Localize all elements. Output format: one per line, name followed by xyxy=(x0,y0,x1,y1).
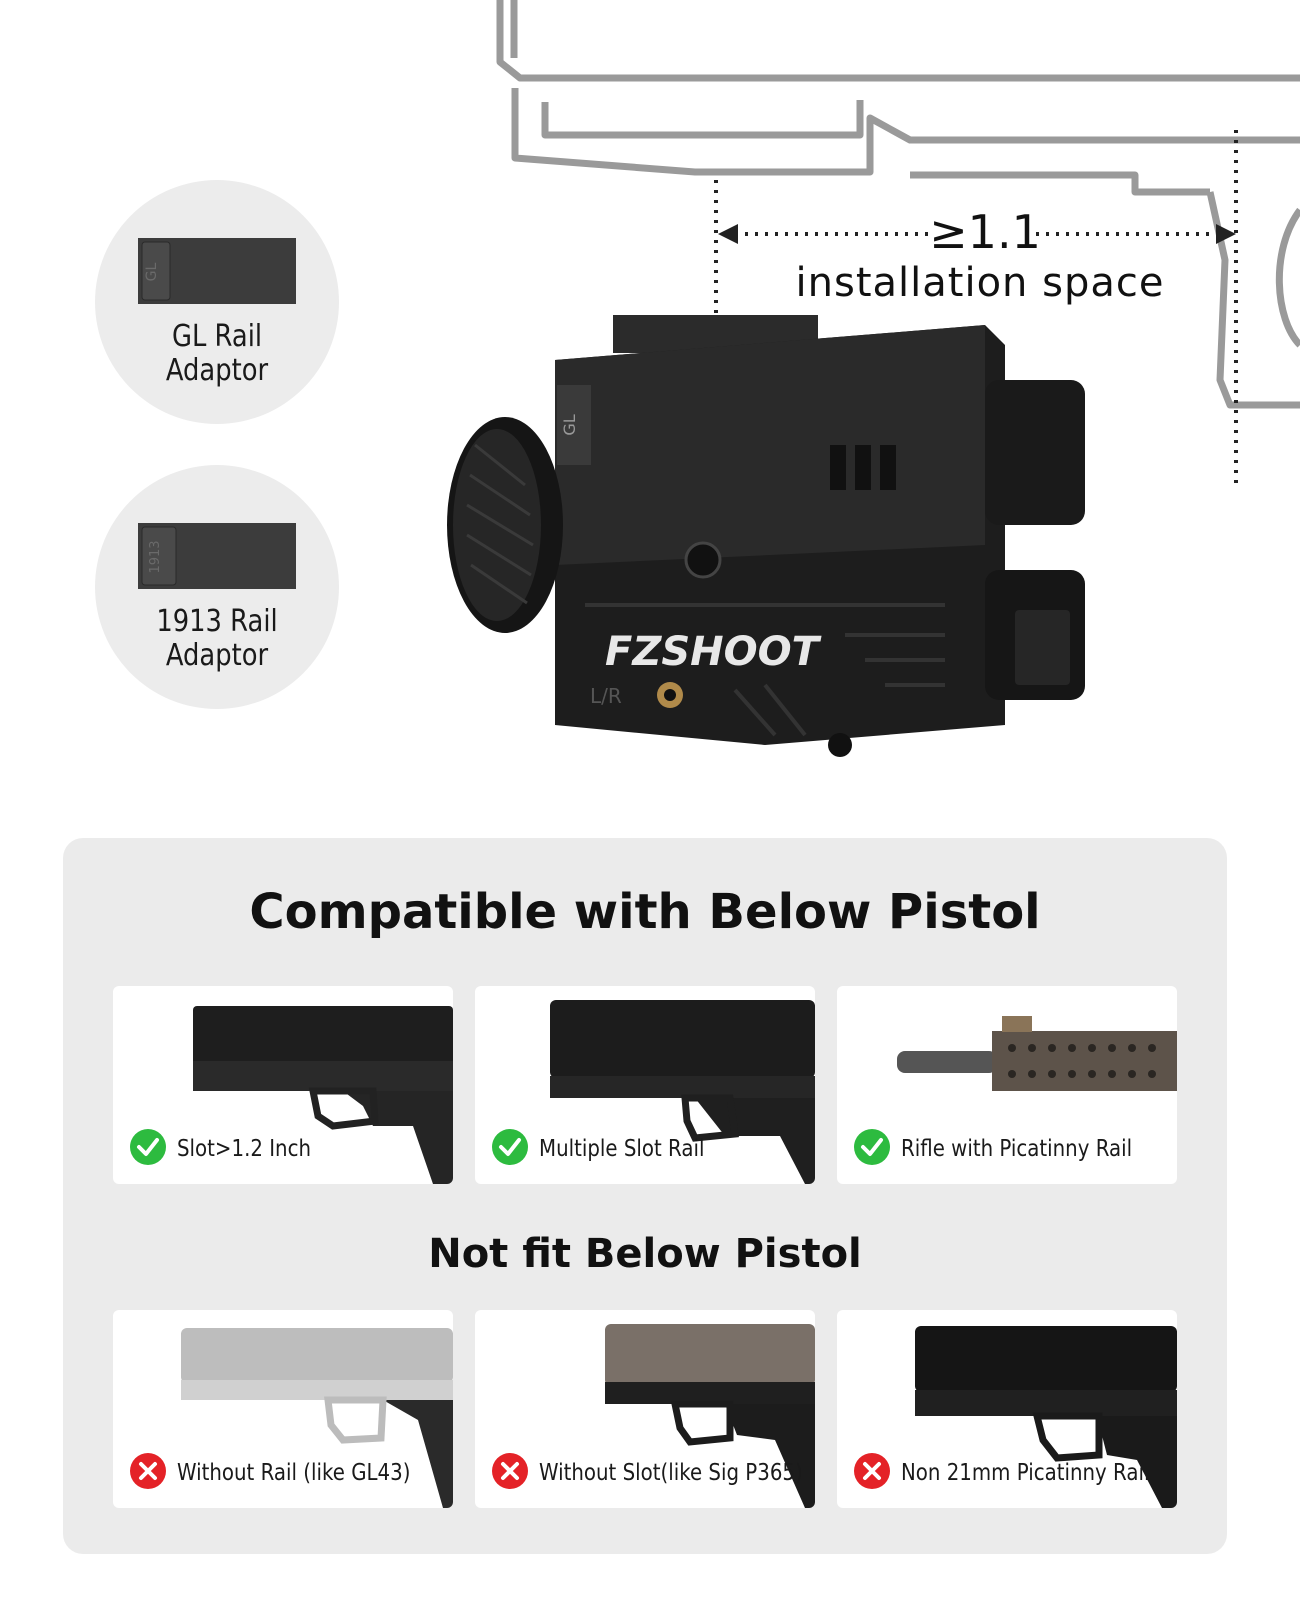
switch-mark: L/R xyxy=(590,684,622,708)
dimension-value: ≥1.1 xyxy=(929,205,1041,259)
compatible-card-3: Rifle with Picatinny Rail xyxy=(837,986,1177,1184)
check-icon xyxy=(492,1129,528,1165)
product-illustration: ≥1.1 installation space GL GL Rail Adapt… xyxy=(95,0,1300,757)
side-mark: GL xyxy=(560,414,579,435)
glock-pistol-image xyxy=(193,1006,453,1184)
usp-pistol-image xyxy=(915,1326,1177,1508)
not-fit-label-2: Without Slot(like Sig P365) xyxy=(539,1460,803,1486)
cross-icon xyxy=(492,1453,528,1489)
adaptor-gl-label-line2: Adaptor xyxy=(165,353,269,388)
adaptor-1913-label-line2: Adaptor xyxy=(165,638,269,673)
not-fit-title: Not fit Below Pistol xyxy=(428,1231,862,1277)
not-fit-label-3: Non 21mm Picatinny Rail xyxy=(901,1460,1150,1486)
not-fit-label-1: Without Rail (like GL43) xyxy=(177,1460,411,1486)
sig-p365-pistol-image xyxy=(605,1324,815,1508)
adaptor-gl-label-line1: GL Rail xyxy=(171,319,263,354)
compatible-card-2: Multiple Slot Rail xyxy=(475,986,815,1184)
1911-pistol-image xyxy=(181,1328,453,1508)
adaptor-gl: GL GL Rail Adaptor xyxy=(95,180,339,424)
compatible-title: Compatible with Below Pistol xyxy=(249,884,1041,940)
compatible-label-3: Rifle with Picatinny Rail xyxy=(901,1136,1133,1162)
check-icon xyxy=(854,1129,890,1165)
arrow-right-icon xyxy=(1216,224,1236,244)
cross-icon xyxy=(130,1453,166,1489)
cross-icon xyxy=(854,1453,890,1489)
gl-adaptor-plate-icon: GL xyxy=(138,238,296,304)
pistol-outline-diagram xyxy=(496,0,1300,565)
check-icon xyxy=(130,1129,166,1165)
adaptor-1913: 1913 1913 Rail Adaptor xyxy=(95,465,339,709)
not-fit-card-1: Without Rail (like GL43) xyxy=(113,1310,453,1508)
compatible-label-1: Slot>1.2 Inch xyxy=(177,1136,312,1162)
1913-adaptor-plate-icon: 1913 xyxy=(138,523,296,589)
compatible-card-1: Slot>1.2 Inch xyxy=(113,986,453,1184)
rifle-handguard-image xyxy=(897,1016,1177,1091)
gl-plate-mark: GL xyxy=(144,262,160,281)
weapon-light-product: GL FZSHOOT L/R xyxy=(447,315,1085,757)
not-fit-card-3: Non 21mm Picatinny Rail xyxy=(837,1310,1177,1508)
compatibility-panel: Compatible with Below Pistol Slot>1.2 In… xyxy=(63,838,1227,1554)
dimension-label: installation space xyxy=(795,260,1165,306)
brand-logo: FZSHOOT xyxy=(605,629,822,675)
not-fit-card-2: Without Slot(like Sig P365) xyxy=(475,1310,815,1508)
sig-p226-pistol-image xyxy=(550,1000,815,1184)
arrow-left-icon xyxy=(718,224,738,244)
1913-plate-mark: 1913 xyxy=(148,540,163,573)
adaptor-1913-label-line1: 1913 Rail xyxy=(156,604,278,639)
compatible-label-2: Multiple Slot Rail xyxy=(539,1136,705,1162)
